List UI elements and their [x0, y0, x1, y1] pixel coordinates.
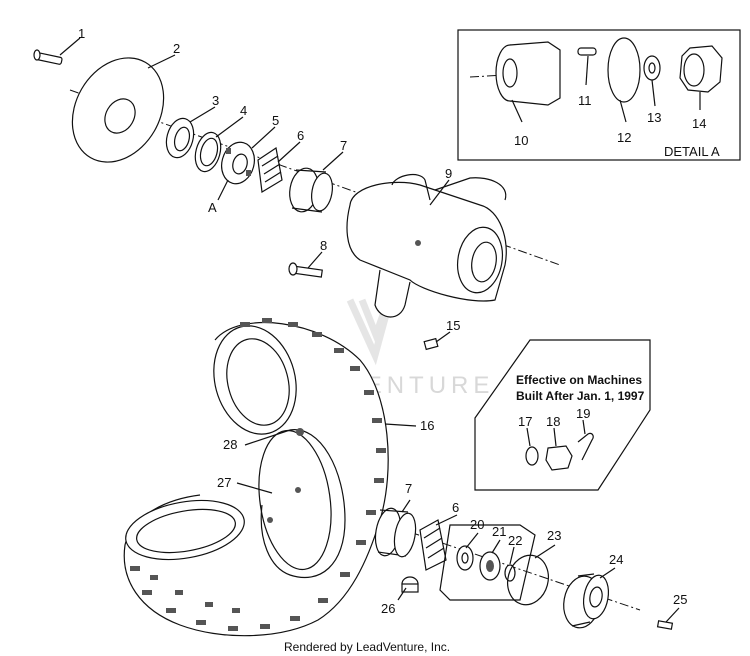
part-seal-3 — [165, 117, 195, 159]
callout-15: 15 — [446, 318, 460, 333]
part-bearing-cone-6 — [257, 146, 283, 193]
callout-10: 10 — [514, 133, 528, 148]
part-nut-18 — [545, 445, 573, 471]
part-tire-16 — [123, 318, 389, 637]
callout-16: 16 — [420, 418, 434, 433]
part-bearing-race-7-lower — [374, 507, 417, 558]
effective-note-box — [474, 339, 651, 491]
watermark-logo — [346, 298, 394, 366]
leader-lines — [59, 37, 701, 623]
callout-labels: 1 2 3 4 5 6 7 A 8 9 10 11 12 13 14 DETAI… — [78, 26, 720, 616]
callout-27: 27 — [217, 475, 231, 490]
bracket-lower — [439, 524, 536, 601]
part-ring-4 — [194, 131, 222, 173]
callout-12: 12 — [617, 130, 631, 145]
callout-8: 8 — [320, 238, 327, 253]
part-ring-22 — [504, 564, 516, 582]
callout-7: 7 — [340, 138, 347, 153]
part-stud-15 — [423, 337, 439, 351]
part-slotted-nut-5 — [221, 141, 255, 185]
part-wheel-rim-27 — [258, 428, 346, 579]
callout-14: 14 — [692, 116, 706, 131]
callout-11: 11 — [578, 93, 592, 108]
detail-a-box — [457, 29, 741, 161]
part-nut-26 — [401, 576, 419, 593]
part-ring-12 — [607, 37, 641, 103]
callout-4: 4 — [240, 103, 247, 118]
callout-26: 26 — [381, 601, 395, 616]
callout-5: 5 — [272, 113, 279, 128]
part-hub-9 — [346, 173, 507, 318]
part-bearing-cone-6-lower — [419, 519, 447, 571]
part-bolt-8 — [288, 262, 323, 278]
effective-note-line1: Effective on Machines — [516, 373, 642, 387]
callout-25: 25 — [673, 592, 687, 607]
part-hub-cap-24 — [563, 573, 610, 629]
callout-7-lower: 7 — [405, 481, 412, 496]
callout-24: 24 — [609, 552, 623, 567]
callout-a: A — [208, 200, 217, 215]
callout-19: 19 — [576, 406, 590, 421]
detail-a-label: DETAIL A — [664, 144, 720, 159]
part-washer-17 — [525, 446, 539, 466]
callout-22: 22 — [508, 533, 522, 548]
part-castle-nut-14 — [679, 45, 723, 93]
part-o-ring-23 — [507, 554, 549, 606]
part-nut-21 — [479, 551, 501, 581]
callout-13: 13 — [647, 110, 661, 125]
part-spindle-nut-10 — [495, 41, 561, 106]
callout-1: 1 — [78, 26, 85, 41]
callout-23: 23 — [547, 528, 561, 543]
callout-21: 21 — [492, 524, 506, 539]
callout-6: 6 — [297, 128, 304, 143]
callout-28: 28 — [223, 437, 237, 452]
effective-note-line2: Built After Jan. 1, 1997 — [516, 389, 645, 403]
part-bearing-race-7 — [289, 167, 333, 213]
part-washer-20 — [456, 545, 474, 571]
callout-6-lower: 6 — [452, 500, 459, 515]
callout-3: 3 — [212, 93, 219, 108]
part-brake-disc-2 — [71, 57, 165, 163]
part-pin-11 — [577, 47, 597, 56]
part-screw-25 — [656, 620, 674, 630]
callout-20: 20 — [470, 517, 484, 532]
callout-2: 2 — [173, 41, 180, 56]
part-washer-13 — [643, 55, 661, 81]
callout-9: 9 — [445, 166, 452, 181]
part-bolt-1 — [33, 49, 63, 65]
callout-18: 18 — [546, 414, 560, 429]
part-cotter-pin-19 — [577, 432, 594, 461]
footer-credit: Rendered by LeadVenture, Inc. — [284, 640, 450, 654]
callout-17: 17 — [518, 414, 532, 429]
